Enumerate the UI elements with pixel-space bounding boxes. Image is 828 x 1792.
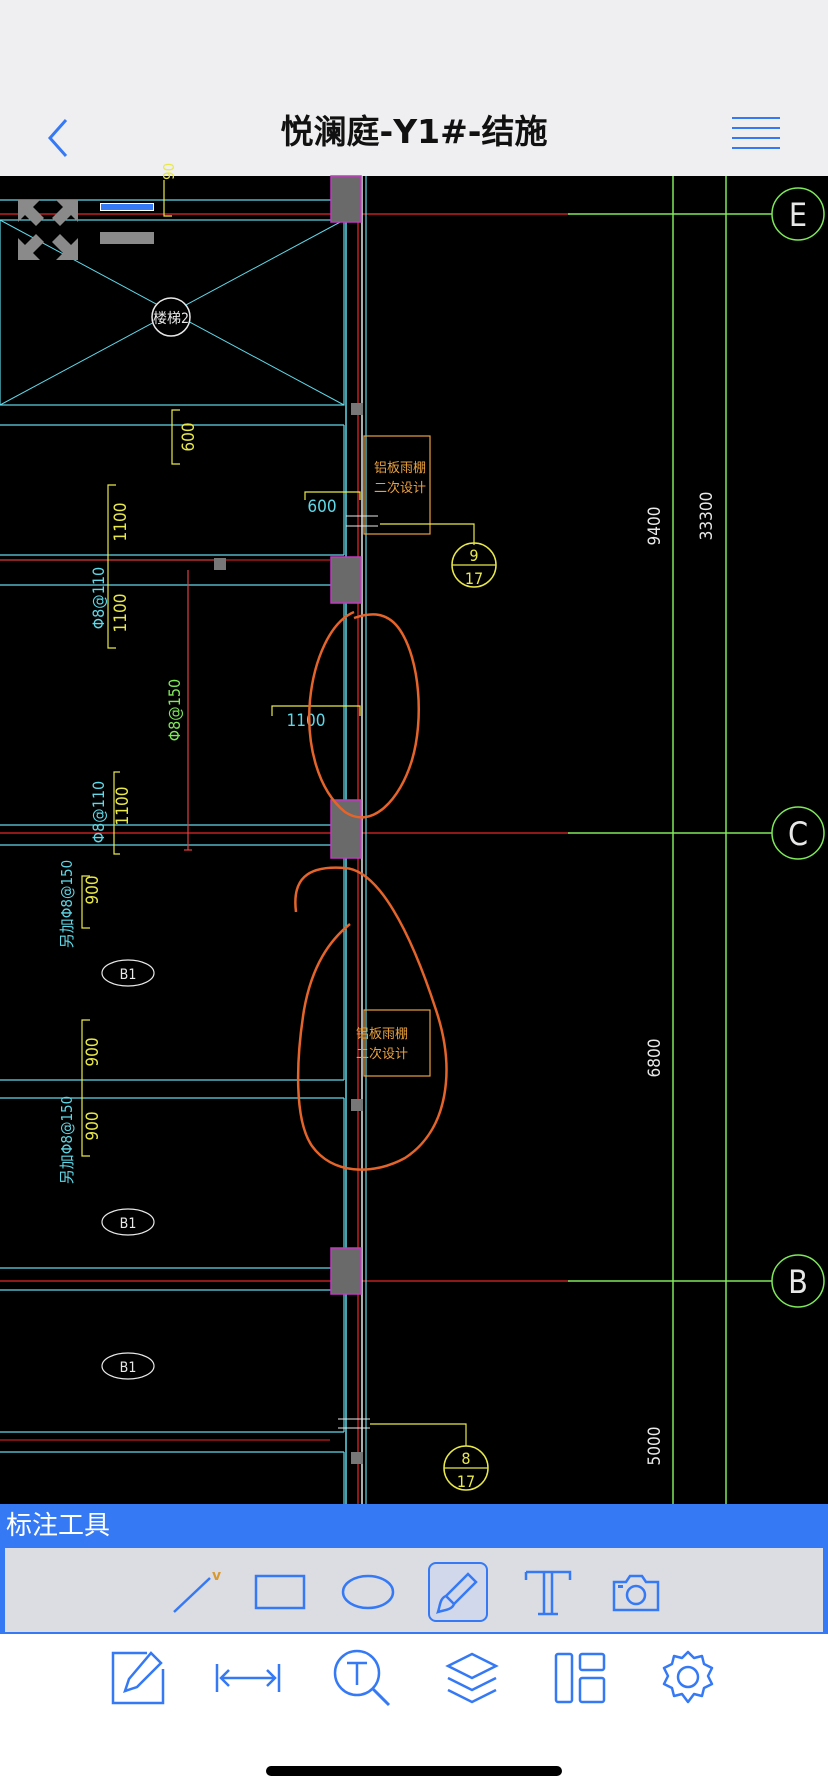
markup-ellipse-upper bbox=[308, 610, 420, 819]
line-weight-thick-toggle[interactable] bbox=[100, 232, 154, 246]
dim-9400: 9400 bbox=[645, 507, 665, 546]
fullscreen-toggle[interactable] bbox=[16, 198, 80, 262]
expand-arrows-icon bbox=[18, 200, 78, 260]
annotate-tab[interactable] bbox=[106, 1646, 170, 1710]
annotation-toolbar: 标注工具 v bbox=[0, 1504, 828, 1634]
note-design-2: 二次设计 bbox=[356, 1046, 408, 1062]
detail-ref-1-top: 9 bbox=[469, 546, 478, 565]
ellipse-tool-icon bbox=[341, 1574, 395, 1610]
rebar-110-top: Φ8@110 bbox=[89, 567, 108, 629]
thick-line-indicator bbox=[100, 232, 154, 244]
svg-text:v: v bbox=[212, 1568, 221, 1584]
axis-label-b: B bbox=[788, 1263, 808, 1301]
tool-tray bbox=[5, 1548, 823, 1632]
settings-icon bbox=[662, 1650, 714, 1704]
freehand-brush-icon bbox=[436, 1572, 478, 1614]
detail-ref-2-bottom: 17 bbox=[457, 1472, 475, 1491]
layers-tab[interactable] bbox=[440, 1646, 504, 1710]
axis-label-c: C bbox=[788, 815, 808, 853]
layout-icon bbox=[554, 1652, 606, 1704]
freehand-brush-button[interactable] bbox=[428, 1562, 488, 1622]
dim-1100-a: 1100 bbox=[111, 503, 131, 542]
note-canopy-1: 铝板雨棚 bbox=[374, 461, 426, 476]
dim-600-vertical: 600 bbox=[179, 422, 199, 451]
dim-900-a: 900 bbox=[83, 875, 103, 904]
home-indicator bbox=[266, 1766, 562, 1776]
annotate-icon bbox=[111, 1651, 165, 1705]
layout-tab[interactable] bbox=[548, 1646, 612, 1710]
rebar-110-bottom: Φ8@110 bbox=[89, 781, 108, 843]
slab-tag-b1-2: B1 bbox=[120, 1216, 137, 1232]
dim-5000: 5000 bbox=[645, 1427, 665, 1466]
rebar-extra-150-a: 另加Φ8@150 bbox=[58, 860, 76, 948]
line-tool-icon: v bbox=[173, 1568, 221, 1613]
stair-label: 楼梯2 bbox=[153, 311, 189, 327]
dim-1100-c: 1100 bbox=[113, 787, 133, 826]
drawing-canvas[interactable]: 90 楼梯2 600 1100 1100 Φ8@110 Φ8@150 1100 … bbox=[0, 163, 828, 1504]
menu-button[interactable] bbox=[730, 114, 782, 154]
detail-ref-1-bottom: 17 bbox=[465, 569, 483, 588]
dim-1100-b: 1100 bbox=[111, 594, 131, 633]
rebar-150: Φ8@150 bbox=[165, 679, 184, 741]
nav-bar: 悦澜庭-Y1#-结施 bbox=[0, 100, 828, 176]
line-weight-thin-toggle[interactable] bbox=[100, 203, 154, 213]
thin-line-indicator bbox=[100, 203, 154, 211]
text-tool-button[interactable] bbox=[518, 1562, 578, 1622]
measure-tab[interactable] bbox=[215, 1646, 281, 1710]
note-canopy-2: 铝板雨棚 bbox=[356, 1027, 408, 1042]
status-bar bbox=[0, 0, 828, 100]
text-tool-icon bbox=[524, 1570, 572, 1616]
text-search-tab[interactable] bbox=[330, 1646, 394, 1710]
detail-ref-2-top: 8 bbox=[461, 1449, 470, 1468]
rebar-extra-150-b: 另加Φ8@150 bbox=[58, 1096, 76, 1184]
cad-drawing: 90 楼梯2 600 1100 1100 Φ8@110 Φ8@150 1100 … bbox=[0, 163, 825, 1504]
markup-ellipse-lower bbox=[294, 866, 448, 1171]
rectangle-tool-button[interactable] bbox=[250, 1562, 310, 1622]
line-tool-button[interactable]: v bbox=[164, 1562, 224, 1622]
chevron-left-icon bbox=[47, 119, 68, 157]
slab-tag-b1-3: B1 bbox=[120, 1360, 137, 1376]
dim-900-b: 900 bbox=[83, 1037, 103, 1066]
axis-label-e: E bbox=[789, 196, 807, 234]
dim-1100-horizontal: 1100 bbox=[287, 711, 326, 731]
dim-6800: 6800 bbox=[645, 1039, 665, 1078]
camera-button[interactable] bbox=[606, 1562, 666, 1622]
text-search-icon bbox=[333, 1649, 391, 1707]
dim-90: 90 bbox=[160, 163, 178, 180]
camera-icon bbox=[612, 1574, 660, 1612]
dim-600-horizontal: 600 bbox=[307, 497, 336, 517]
hamburger-menu-icon bbox=[732, 117, 780, 149]
toolbar-title: 标注工具 bbox=[6, 1511, 111, 1541]
settings-tab[interactable] bbox=[656, 1646, 720, 1710]
dim-900-c: 900 bbox=[83, 1111, 103, 1140]
ellipse-tool-button[interactable] bbox=[338, 1562, 398, 1622]
slab-tag-b1-1: B1 bbox=[120, 967, 137, 983]
rectangle-tool-icon bbox=[254, 1574, 306, 1610]
bottom-tab-bar bbox=[0, 1634, 828, 1792]
layers-icon bbox=[445, 1652, 499, 1704]
note-design-1: 二次设计 bbox=[374, 480, 426, 496]
measure-icon bbox=[215, 1664, 281, 1692]
dim-33300: 33300 bbox=[697, 492, 717, 541]
back-button[interactable] bbox=[38, 110, 78, 166]
page-title: 悦澜庭-Y1#-结施 bbox=[280, 112, 548, 151]
